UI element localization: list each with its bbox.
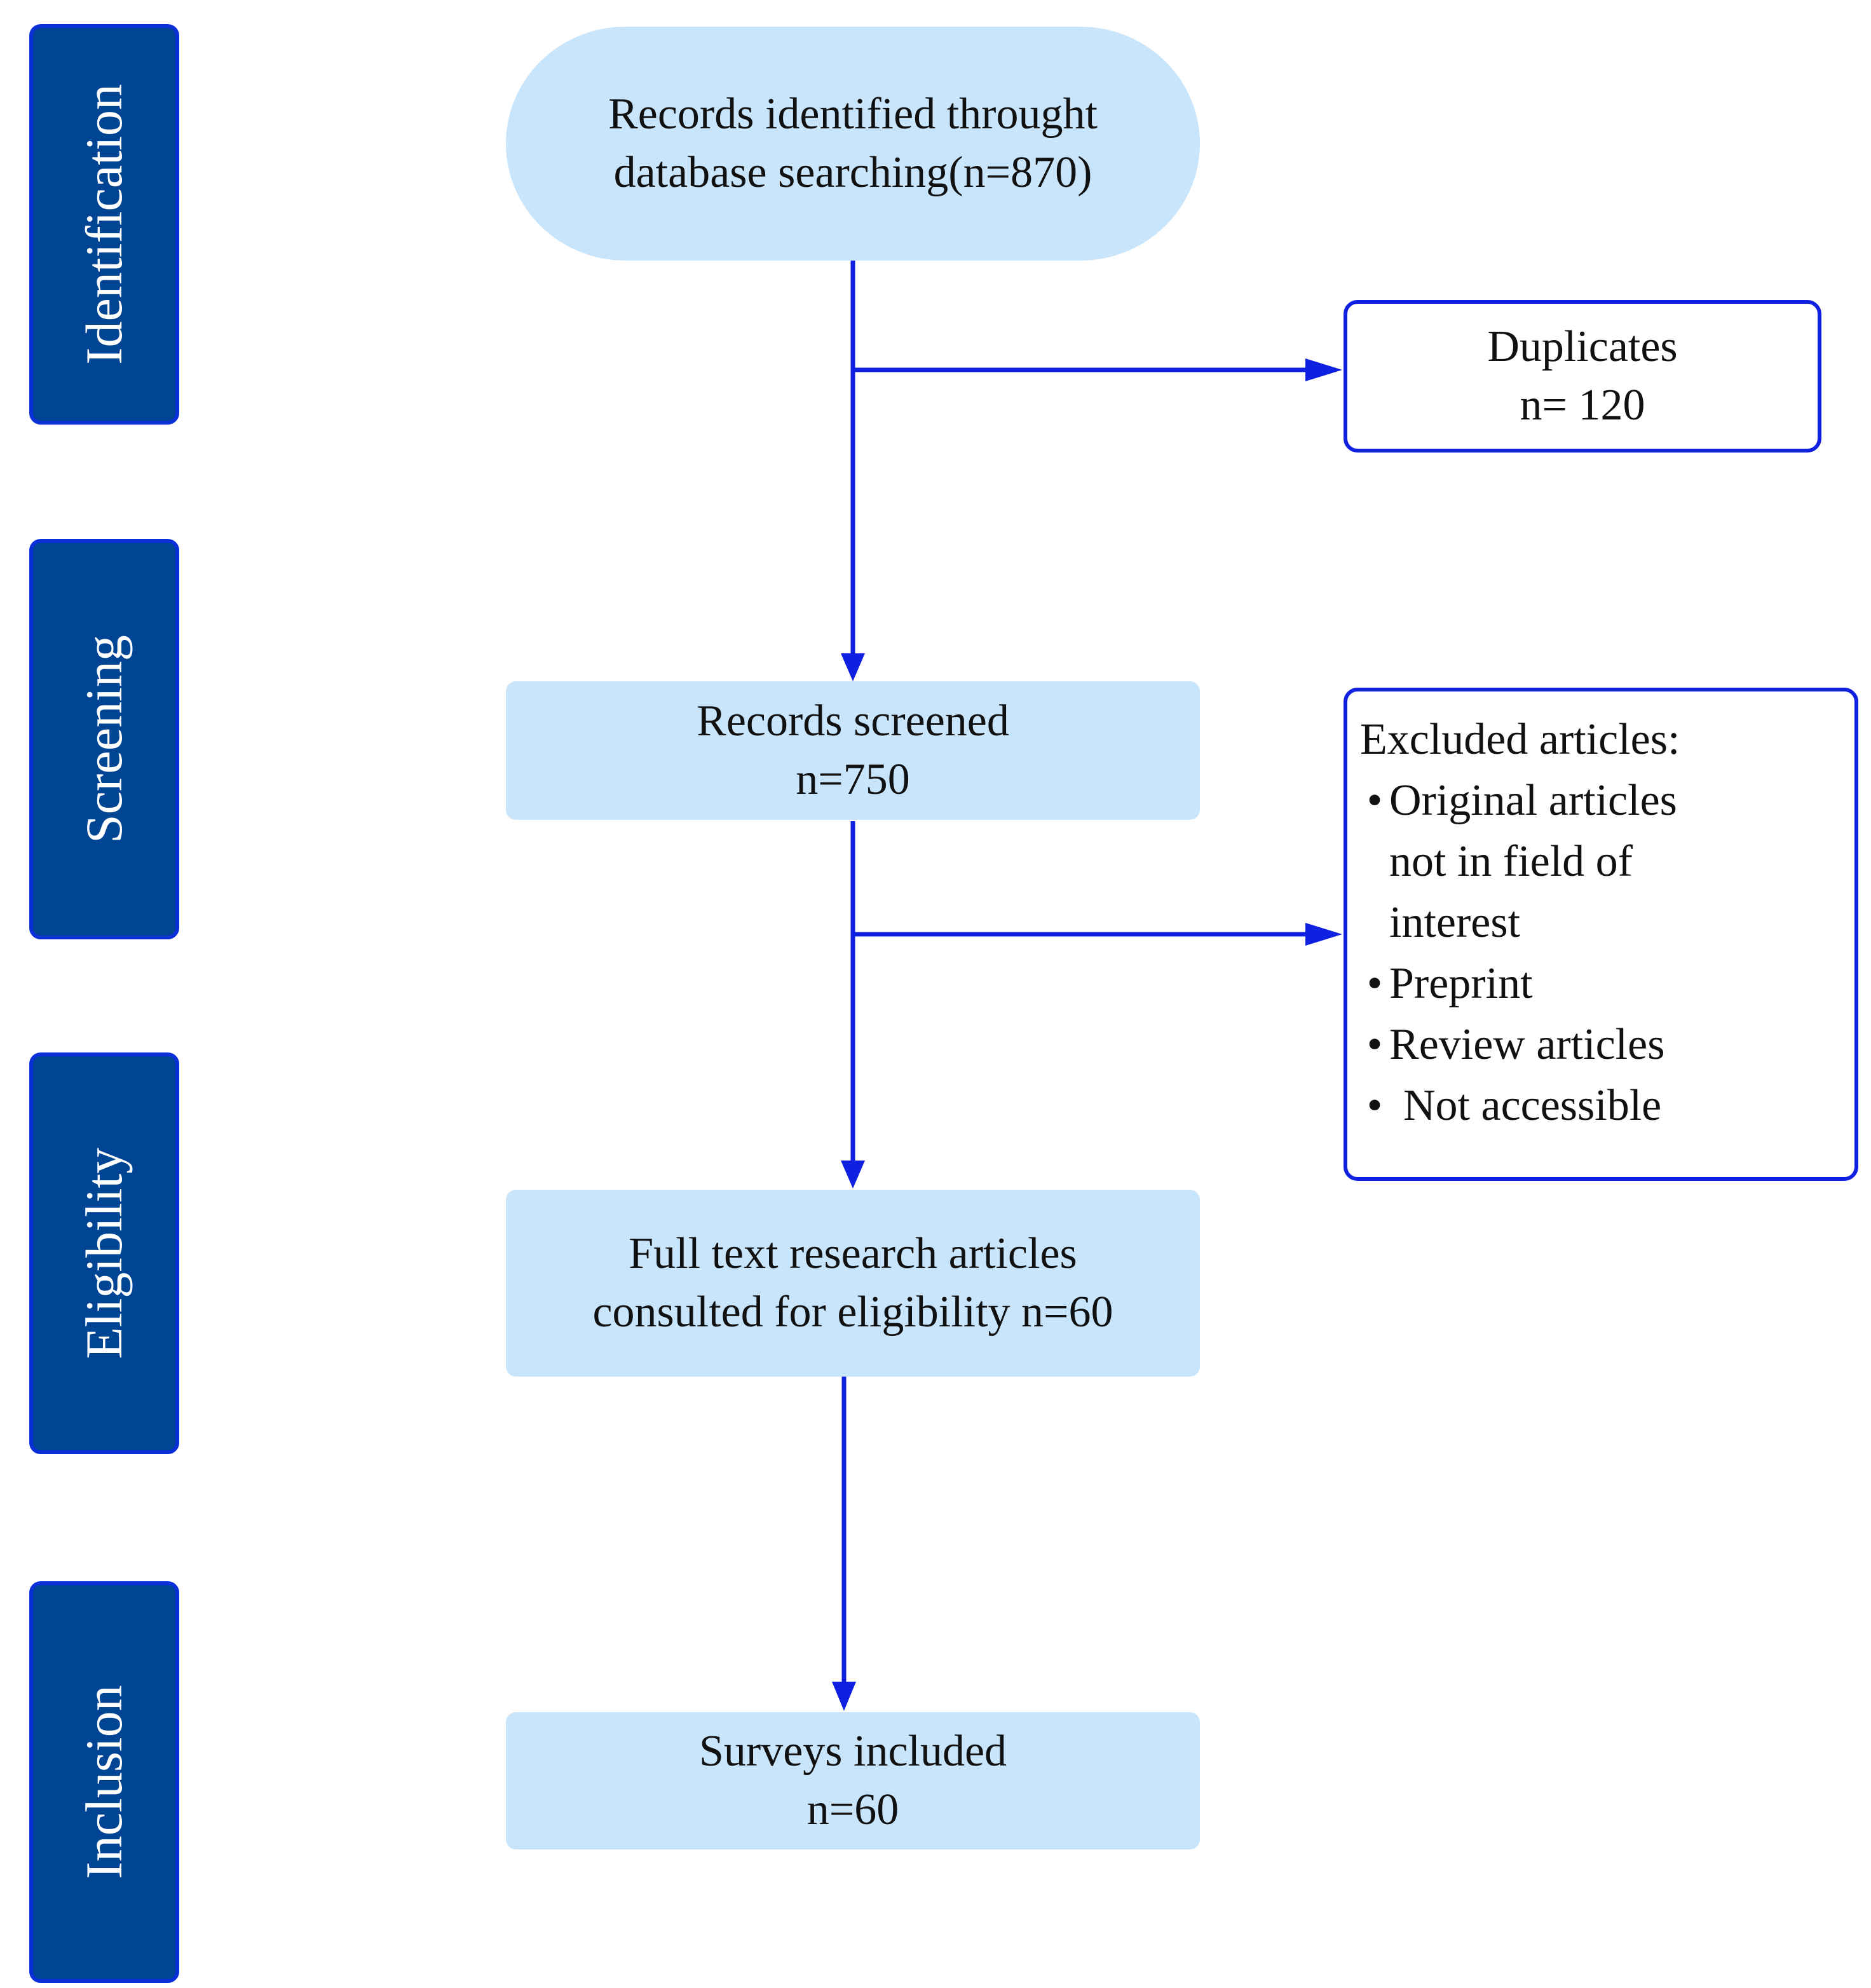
records-screened-count: n=750 xyxy=(796,755,910,804)
records-identified-line2: database searching(n=870) xyxy=(613,148,1092,197)
eligibility-line1: Full text research articles xyxy=(629,1229,1077,1278)
excluded-item: • Original articles not in field of inte… xyxy=(1360,770,1854,953)
excluded-item: • Preprint xyxy=(1360,953,1854,1014)
arrowhead-included xyxy=(832,1682,856,1711)
records-screened-label: Records screened xyxy=(697,697,1009,746)
excluded-title: Excluded articles: xyxy=(1360,715,1680,764)
stage-identification: Identification xyxy=(29,24,179,425)
records-identified-line1: Records identified throught xyxy=(608,90,1098,139)
bullet-icon: • xyxy=(1366,959,1383,1008)
excluded-articles-box: Excluded articles: • Original articles n… xyxy=(1344,688,1858,1181)
excluded-item: • Review articles xyxy=(1360,1014,1854,1075)
stage-screening: Screening xyxy=(29,539,179,939)
stage-inclusion: Inclusion xyxy=(29,1581,179,1983)
records-screened-box: Records screened n=750 xyxy=(506,681,1200,820)
included-count: n=60 xyxy=(806,1785,899,1834)
arrowhead-screened xyxy=(841,653,865,681)
excluded-item-line: Original articles xyxy=(1389,776,1677,825)
eligibility-line2: consulted for eligibility n=60 xyxy=(592,1288,1113,1337)
included-box: Surveys included n=60 xyxy=(506,1712,1200,1849)
duplicates-label: Duplicates xyxy=(1487,322,1678,371)
bullet-icon: • xyxy=(1366,1020,1383,1069)
bullet-icon: • xyxy=(1366,1081,1383,1130)
included-label: Surveys included xyxy=(698,1727,1007,1776)
excluded-item-line: Review articles xyxy=(1389,1020,1665,1069)
excluded-item-line: Not accessible xyxy=(1403,1081,1662,1130)
excluded-item-line: not in field of xyxy=(1389,837,1633,886)
excluded-item: • Not accessible xyxy=(1360,1075,1854,1136)
arrowhead-duplicates xyxy=(1305,358,1342,381)
arrowhead-excluded xyxy=(1305,923,1342,946)
excluded-item-line: Preprint xyxy=(1389,959,1533,1008)
arrowhead-eligibility xyxy=(841,1161,865,1188)
excluded-item-line: interest xyxy=(1389,898,1521,947)
bullet-icon: • xyxy=(1366,776,1383,825)
duplicates-count: n= 120 xyxy=(1520,381,1645,430)
records-identified-box: Records identified throught database sea… xyxy=(506,27,1200,261)
stage-eligibility: Eligibility xyxy=(29,1052,179,1454)
duplicates-box: Duplicates n= 120 xyxy=(1344,300,1821,453)
eligibility-box: Full text research articles consulted fo… xyxy=(506,1190,1200,1377)
